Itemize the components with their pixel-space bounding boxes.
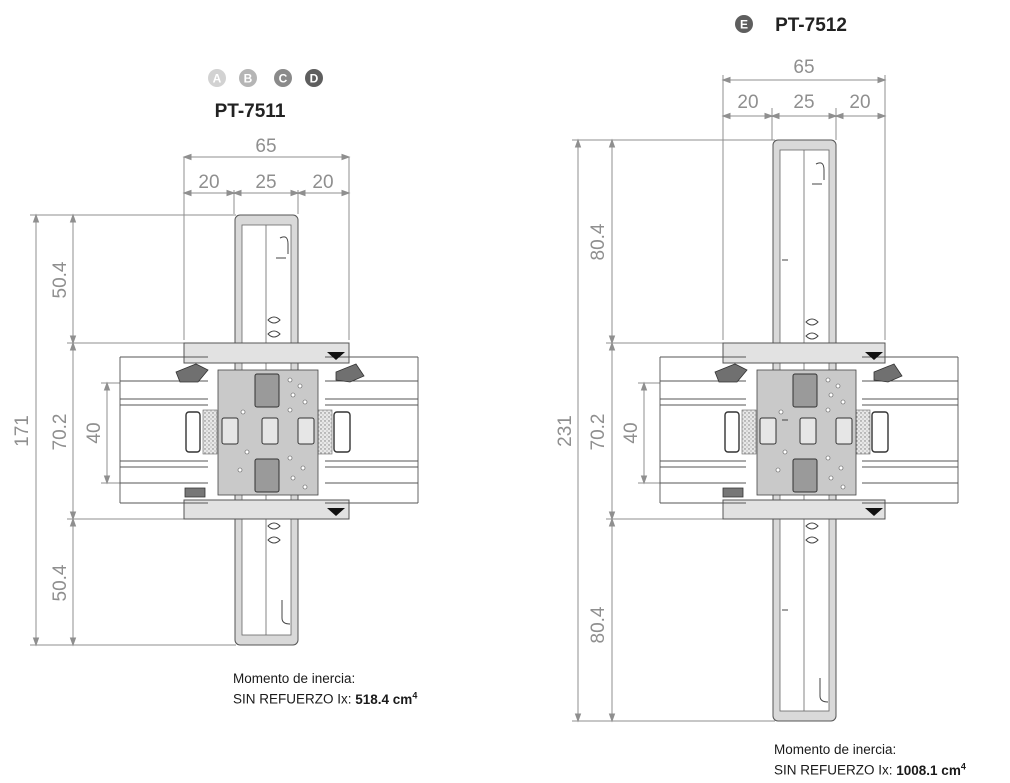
badge-c-label: C: [279, 72, 288, 86]
right-note-line1: Momento de inercia:: [774, 742, 897, 757]
left-inertia-note: Momento de inercia: SIN REFUERZO Ix: 518…: [233, 671, 417, 708]
left-dim-glass: 40: [84, 422, 105, 443]
right-height-dimensions: [572, 138, 775, 723]
right-section: E PT-7512 65 20 25 20: [555, 15, 959, 723]
left-badges: A B C D: [208, 69, 323, 87]
left-dim-part-2: 25: [255, 172, 276, 193]
right-inertia-note: Momento de inercia: SIN REFUERZO Ix: 100…: [774, 742, 966, 779]
right-dim-part-3: 20: [849, 92, 870, 113]
right-note-line2: SIN REFUERZO Ix: 1008.1 cm4: [774, 758, 966, 779]
right-note-value: 1008.1 cm4: [896, 761, 966, 778]
left-note-line1: Momento de inercia:: [233, 671, 356, 686]
left-note-prefix: SIN REFUERZO Ix:: [233, 691, 356, 707]
badge-b-icon: [239, 69, 257, 87]
left-dim-height-total: 171: [12, 415, 33, 447]
left-dim-part-1: 20: [198, 172, 219, 193]
left-dim-top: 50.4: [50, 261, 71, 298]
left-height-dimensions: [30, 213, 236, 647]
right-dim-total-width: 65: [793, 57, 814, 78]
badge-a-icon: [208, 69, 226, 87]
right-model-title: PT-7512: [775, 15, 847, 36]
left-model-title: PT-7511: [215, 101, 286, 122]
badge-d-label: D: [310, 72, 319, 86]
left-mullion-profile: [119, 214, 419, 646]
left-width-dimensions: [182, 153, 351, 340]
badge-b-label: B: [244, 72, 253, 86]
right-dim-top: 80.4: [588, 223, 609, 260]
right-dim-glass: 40: [621, 422, 642, 443]
right-dim-part-1: 20: [737, 92, 758, 113]
left-note-value-text: 518.4 cm: [355, 691, 413, 707]
left-note-value: 518.4 cm4: [355, 690, 418, 707]
right-dim-bottom: 80.4: [588, 606, 609, 643]
badge-a-label: A: [213, 72, 222, 86]
left-note-line2: SIN REFUERZO Ix: 518.4 cm4: [233, 687, 417, 708]
right-dim-height-total: 231: [555, 415, 576, 447]
left-dim-part-3: 20: [312, 172, 333, 193]
left-section: A B C D PT-7511 65 20 25 20: [12, 69, 419, 647]
left-dim-mid: 70.2: [50, 414, 71, 451]
right-note-value-text: 1008.1 cm: [896, 762, 961, 778]
badge-c-icon: [274, 69, 292, 87]
right-note-prefix: SIN REFUERZO Ix:: [774, 762, 897, 778]
right-width-dimensions: [721, 75, 887, 340]
badge-e-label: E: [740, 18, 748, 32]
right-mullion-profile: [659, 139, 959, 722]
badge-d-icon: [305, 69, 323, 87]
left-note-exponent: 4: [412, 690, 418, 700]
right-dim-mid: 70.2: [588, 414, 609, 451]
left-dim-bottom: 50.4: [50, 564, 71, 601]
right-note-exponent: 4: [960, 761, 966, 771]
left-dim-total-width: 65: [255, 136, 276, 157]
badge-e-icon: [735, 15, 753, 33]
right-dim-part-2: 25: [793, 92, 814, 113]
